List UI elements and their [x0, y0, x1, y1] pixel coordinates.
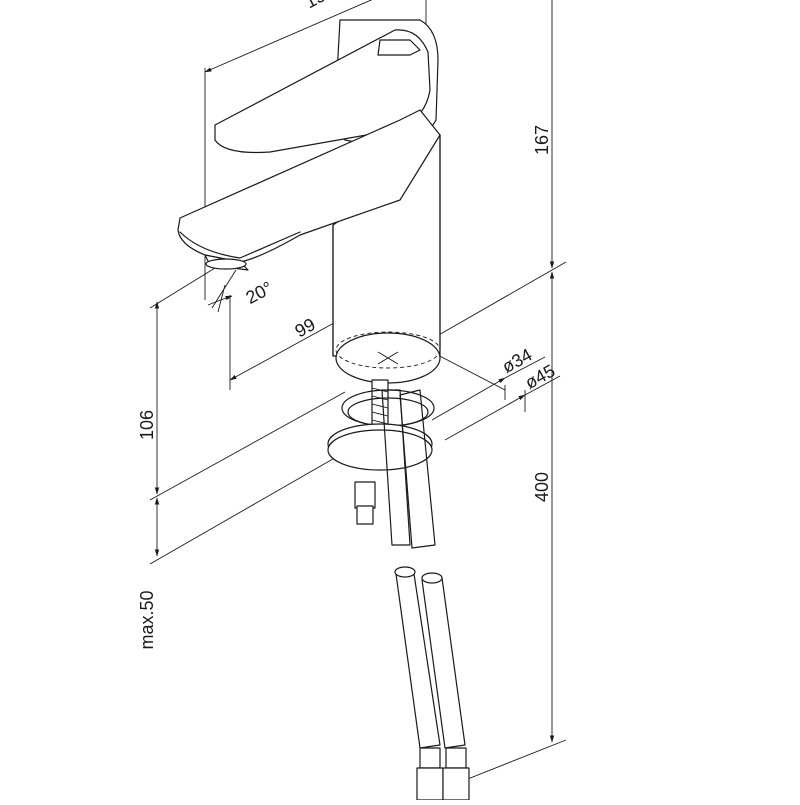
- mounting-hardware: [327, 331, 441, 525]
- dim-height-top: 167: [532, 125, 552, 155]
- dim-angle: 20°: [242, 277, 275, 307]
- dim-height-total: 400: [532, 472, 552, 502]
- dim-body-depth-partial: 15: [302, 0, 329, 12]
- braided-hoses: [381, 389, 470, 801]
- dim-spout-height: 106: [137, 410, 157, 440]
- dim-spout-reach: 99: [291, 314, 318, 341]
- faucet-body: [177, 19, 441, 357]
- dim-deck-thickness: max.50: [137, 590, 157, 649]
